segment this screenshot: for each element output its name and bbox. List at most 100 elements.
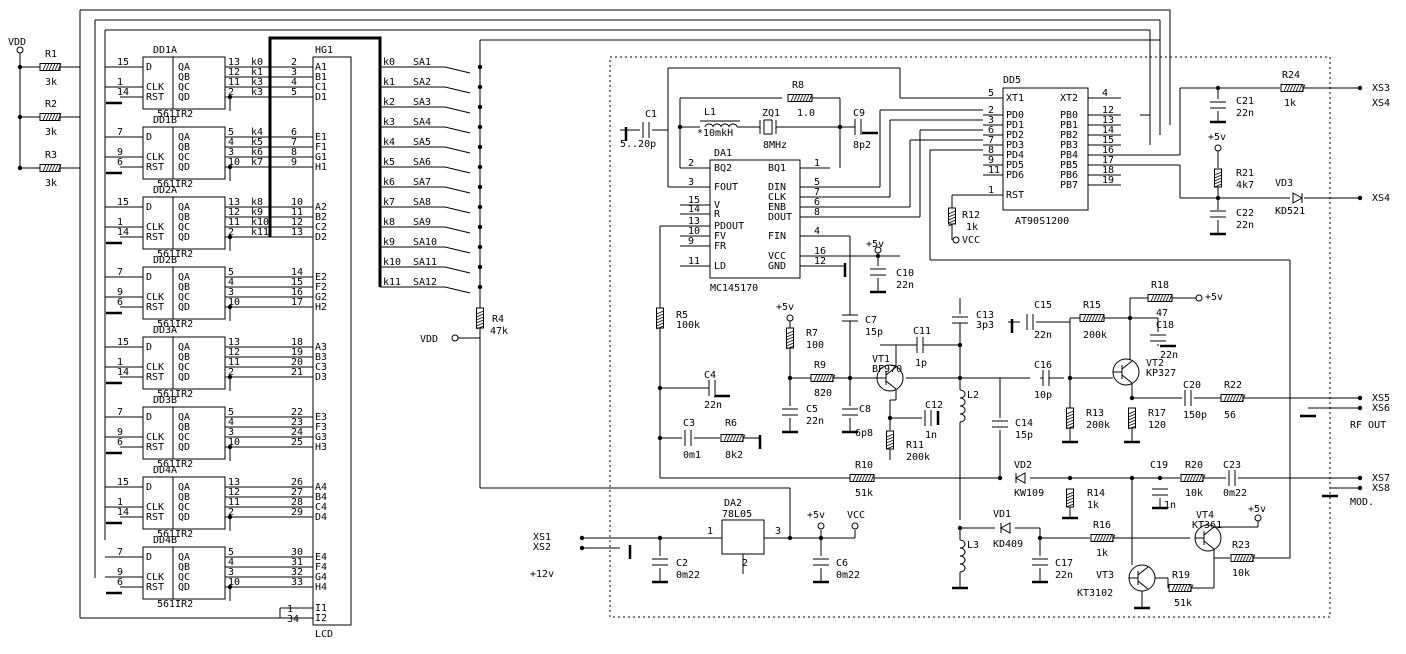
pin-num: 16 <box>291 287 303 298</box>
part-value: 8k2 <box>725 450 743 461</box>
part-value: 820 <box>814 388 832 399</box>
pin-label: ENB <box>768 202 786 213</box>
pin-num: 3 <box>688 177 694 188</box>
part-name: C20 <box>1183 380 1201 391</box>
pin-label: PB0 <box>1060 110 1078 121</box>
pin-num: 15 <box>117 337 129 348</box>
lcd-pin-label: E4 <box>315 552 327 563</box>
pin-num: 6 <box>291 127 297 138</box>
capacitor-c6 <box>813 558 829 566</box>
k-label: k4 <box>383 137 395 148</box>
pin-label: PB1 <box>1060 120 1078 131</box>
resistor-r14 <box>1066 488 1074 508</box>
part-name: C5 <box>806 404 818 415</box>
pin-label: FR <box>714 241 727 252</box>
lcd-pin-label: I1 <box>315 603 327 614</box>
pin-clk: CLK <box>146 152 164 163</box>
part-name: VT3 <box>1096 570 1114 581</box>
switch-name: SA10 <box>413 237 437 248</box>
pin-num: 1 <box>707 526 713 537</box>
connector-xs5: XS5 <box>1372 393 1390 404</box>
pin-label: FOUT <box>714 182 738 193</box>
pin-d: D <box>146 132 152 143</box>
k-label: k0 <box>251 57 263 68</box>
capacitor-c4 <box>708 380 716 396</box>
pin-num: 29 <box>291 507 303 518</box>
pin-qa: QA <box>178 202 190 213</box>
dd-chip <box>142 546 226 600</box>
pin-qd: QD <box>178 372 190 383</box>
pin-num: 3 <box>291 67 297 78</box>
part-value: 22n <box>1236 108 1254 119</box>
pin-qa: QA <box>178 342 190 353</box>
capacitor-c10 <box>870 268 886 276</box>
lcd-pin-label: F3 <box>315 422 327 433</box>
pin-num: 7 <box>988 135 994 146</box>
part-name: R20 <box>1185 460 1203 471</box>
pin-num: 1 <box>287 604 293 615</box>
pin-num: 20 <box>291 357 303 368</box>
connector-sql-alt: XS4 <box>1372 98 1390 109</box>
pin-qa: QA <box>178 272 190 283</box>
capacitor-c11 <box>916 337 924 353</box>
part-name: R10 <box>855 460 873 471</box>
pin-qb: QB <box>178 72 190 83</box>
pin-label: BQ2 <box>714 163 732 174</box>
part-value: 4k7 <box>1236 180 1254 191</box>
chip-type: 561IR2 <box>157 179 193 190</box>
pin-label: PD4 <box>1006 150 1024 161</box>
capacitor-c19 <box>1152 488 1168 496</box>
k-label: k0 <box>383 57 395 68</box>
pin-qa: QA <box>178 482 190 493</box>
pin-num: 10 <box>228 297 240 308</box>
pin-num: 14 <box>1102 125 1114 136</box>
pin-num: 12 <box>1102 105 1114 116</box>
part-name: R13 <box>1086 408 1104 419</box>
pin-num: 4 <box>1102 88 1108 99</box>
k-label: k3 <box>251 77 263 88</box>
part-name: C23 <box>1223 460 1241 471</box>
pin-label: PD6 <box>1006 170 1024 181</box>
part-name: R9 <box>814 360 826 371</box>
pin-num: 14 <box>117 227 129 238</box>
part-name: C10 <box>896 268 914 279</box>
connector-xs4: XS4 <box>1372 193 1390 204</box>
chip-name: DD1B <box>153 115 177 126</box>
connector-xs1: XS1 <box>533 532 551 543</box>
part-value: 6p8 <box>855 428 873 439</box>
pin-label: BQ1 <box>768 163 786 174</box>
switch-name: SA3 <box>413 97 431 108</box>
chip-name: DA2 <box>724 498 742 509</box>
chip-type: 561IR2 <box>157 459 193 470</box>
part-value: 200k <box>906 452 930 463</box>
part-value: 51k <box>855 488 873 499</box>
pin-num: 9 <box>988 155 994 166</box>
chip-name: DD2B <box>153 255 177 266</box>
pin-label: RST <box>1006 190 1024 201</box>
pll-da1 <box>709 159 801 279</box>
resistor-r9 <box>810 374 836 382</box>
part-name: R15 <box>1083 300 1101 311</box>
chip-type: 561IR2 <box>157 319 193 330</box>
part-value: 1n <box>1164 500 1176 511</box>
mcu-dd5 <box>1002 87 1089 211</box>
lcd-pin-label: E1 <box>315 132 327 143</box>
pin-label: PD1 <box>1006 120 1024 131</box>
dd-chip <box>142 336 226 390</box>
chip-name: DD3A <box>153 325 177 336</box>
capacitor-c2 <box>652 558 668 566</box>
resistor-r11 <box>886 430 894 450</box>
part-name: R24 <box>1282 70 1300 81</box>
lcd-pin-label: C1 <box>315 82 327 93</box>
pin-num: 11 <box>228 77 240 88</box>
pin-rst: RST <box>146 512 164 523</box>
pin-num: 1 <box>117 357 123 368</box>
capacitor-c15 <box>1026 314 1034 330</box>
part-value: 1.0 <box>797 108 815 119</box>
capacitor-c16 <box>1042 370 1050 386</box>
chip-type: 561IR2 <box>157 109 193 120</box>
k-label: k9 <box>251 207 263 218</box>
lcd-pin-label: D4 <box>315 512 327 523</box>
part-name: L2 <box>967 390 979 401</box>
